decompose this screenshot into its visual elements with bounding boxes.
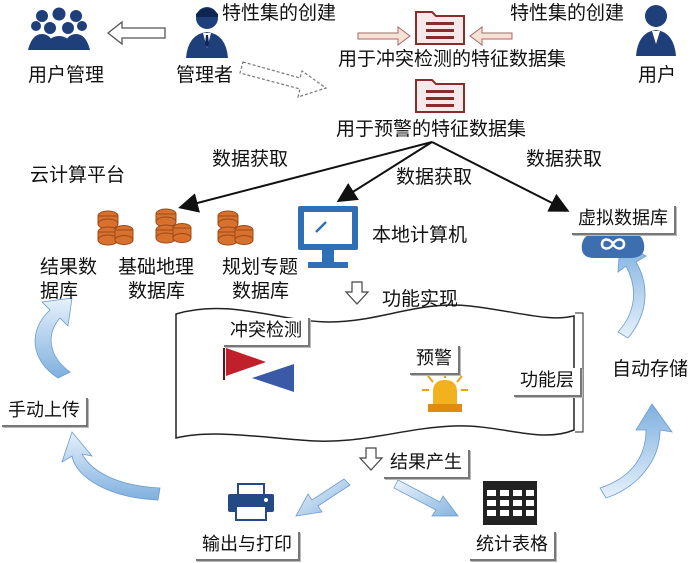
label-local-computer: 本地计算机 (372, 224, 468, 246)
label-virtual-db: 虚拟数据库 (572, 206, 676, 235)
label-warning-dataset: 用于预警的特征数据集 (336, 118, 527, 140)
label-result-generated: 结果产生 (384, 450, 470, 479)
arrow-fetch-left (178, 141, 433, 213)
arrow-admin-to-user-management (106, 20, 166, 46)
label-result-db-2: 据库 (40, 280, 79, 302)
label-data-fetch-mid: 数据获取 (396, 166, 473, 188)
label-auto-store: 自动存储 (612, 358, 689, 380)
label-conflict-detection: 冲突检测 (224, 318, 310, 347)
label-data-fetch-right: 数据获取 (526, 148, 603, 170)
database-icon (154, 206, 192, 250)
flag-icon (222, 344, 302, 394)
bracket-right (575, 312, 584, 433)
label-create-right: 特性集的创建 (510, 2, 625, 24)
user-group-icon (28, 6, 90, 50)
label-basic-geo-db-2: 数据库 (128, 280, 186, 302)
arrow-create-right (469, 26, 513, 46)
label-create-left: 特性集的创建 (222, 2, 337, 24)
arrow-manual-upload (34, 297, 73, 379)
label-result-db-1: 结果数 (40, 256, 98, 278)
printer-icon (226, 482, 276, 522)
user-icon (636, 2, 676, 56)
label-output-print: 输出与打印 (196, 532, 300, 561)
arrow-create-left (357, 26, 411, 46)
folder-icon (414, 74, 466, 114)
label-data-fetch-left: 数据获取 (212, 148, 289, 170)
arrow-result-generated (358, 447, 384, 471)
label-planning-db-1: 规划专题 (222, 256, 299, 278)
label-basic-geo-db-1: 基础地理 (118, 256, 195, 278)
label-administrator: 管理者 (176, 64, 234, 86)
label-stat-table: 统计表格 (470, 532, 556, 561)
arrow-to-table (393, 479, 459, 517)
arrow-fetch-mid (336, 141, 433, 203)
label-function-layer: 功能层 (514, 368, 582, 397)
arrow-fetch-right (431, 141, 570, 212)
admin-icon (186, 4, 228, 58)
computer-icon (296, 204, 360, 274)
label-planning-db-2: 数据库 (232, 280, 290, 302)
arrow-to-printer (295, 478, 351, 517)
label-user-management: 用户管理 (28, 64, 105, 86)
label-warning: 预警 (410, 346, 460, 375)
database-icon (216, 208, 254, 252)
label-manual-upload: 手动上传 (2, 398, 88, 427)
arrow-admin-to-datasets (239, 61, 328, 98)
folder-icon (414, 6, 466, 46)
arrow-lower-right (599, 403, 673, 499)
function-layer-frame (175, 304, 575, 442)
alarm-light-icon (420, 368, 470, 416)
database-icon (96, 208, 134, 252)
table-icon (482, 480, 538, 526)
label-conflict-dataset: 用于冲突检测的特征数据集 (338, 48, 567, 70)
arrow-lower-left (61, 431, 161, 501)
arrow-function-impl (344, 281, 370, 305)
label-user: 用户 (638, 64, 677, 86)
label-cloud-platform: 云计算平台 (30, 164, 126, 186)
label-function-impl: 功能实现 (382, 288, 459, 310)
